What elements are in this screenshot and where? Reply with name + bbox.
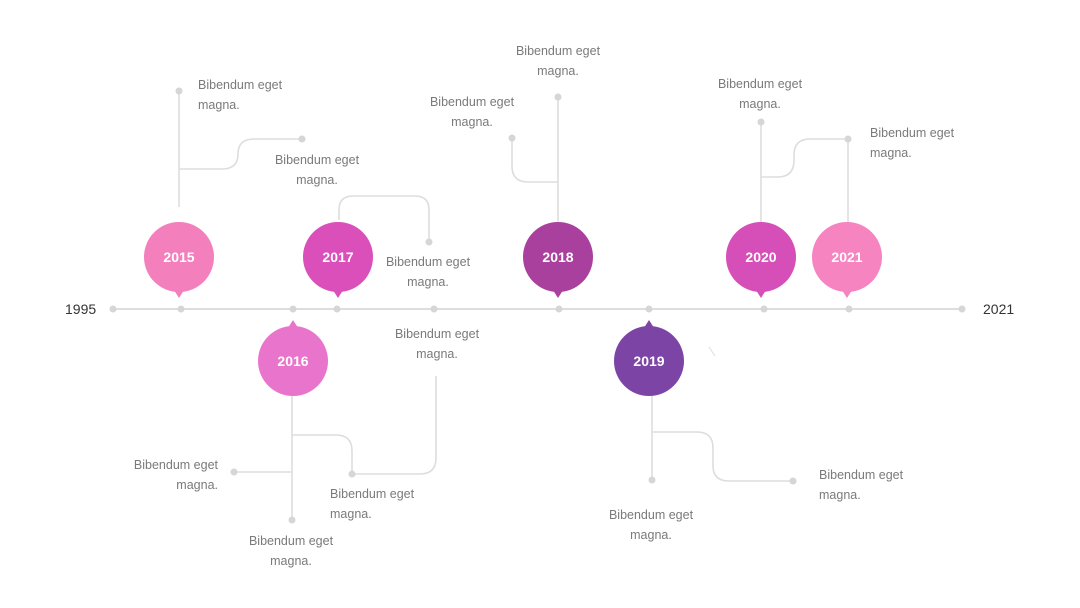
note-line: Bibendum eget bbox=[330, 487, 415, 501]
note-line: Bibendum eget bbox=[819, 468, 904, 482]
axis-dot bbox=[430, 305, 438, 313]
marker-2019: 2019 bbox=[614, 320, 684, 396]
connector-2020-b bbox=[761, 138, 848, 178]
note-line: magna. bbox=[198, 98, 240, 112]
end-dot bbox=[757, 118, 765, 126]
note-line: magna. bbox=[870, 146, 912, 160]
marker-circle bbox=[812, 222, 882, 292]
note-line: Bibendum eget bbox=[274, 153, 360, 167]
note-line: magna. bbox=[537, 64, 579, 78]
marker-2016: 2016 bbox=[258, 320, 328, 396]
note-line: magna. bbox=[416, 347, 458, 361]
note-2017-1: Bibendum eget magna. bbox=[373, 252, 483, 292]
note-line: magna. bbox=[176, 478, 218, 492]
year-label-2018: 2018 bbox=[542, 249, 573, 265]
marker-2021: 2021 bbox=[812, 222, 882, 298]
year-label-2016: 2016 bbox=[277, 353, 308, 369]
note-line: Bibendum eget bbox=[608, 508, 694, 522]
connector-2016-c bbox=[292, 434, 353, 473]
axis-dot bbox=[845, 305, 853, 313]
connectors bbox=[178, 91, 849, 520]
axis-end-label: 2021 bbox=[983, 301, 1015, 317]
year-label-2015: 2015 bbox=[163, 249, 194, 265]
end-dot bbox=[789, 477, 797, 485]
end-dot bbox=[288, 516, 296, 524]
end-dot bbox=[230, 468, 238, 476]
note-line: Bibendum eget bbox=[515, 44, 601, 58]
connector-end-dots bbox=[175, 87, 852, 524]
marker-circle bbox=[726, 222, 796, 292]
note-line: Bibendum eget bbox=[248, 534, 334, 548]
connector-2019-b bbox=[652, 431, 793, 482]
connector-2016-d bbox=[352, 376, 437, 475]
note-line: magna. bbox=[296, 173, 338, 187]
marker-circle bbox=[258, 326, 328, 396]
axis-dot bbox=[958, 305, 966, 313]
note-line: Bibendum eget bbox=[429, 95, 515, 109]
marker-2015: 2015 bbox=[144, 222, 214, 298]
note-line: magna. bbox=[630, 528, 672, 542]
axis-dot bbox=[333, 305, 341, 313]
end-dot bbox=[844, 135, 852, 143]
marker-circle bbox=[144, 222, 214, 292]
connector-2017 bbox=[338, 195, 430, 242]
year-label-2019: 2019 bbox=[633, 353, 664, 369]
end-dot bbox=[175, 87, 183, 95]
note-line: Bibendum eget bbox=[870, 126, 955, 140]
end-dot bbox=[348, 470, 356, 478]
axis-dots bbox=[109, 305, 966, 313]
marker-circle bbox=[523, 222, 593, 292]
note-2016-1: Bibendum eget magna. bbox=[108, 455, 218, 495]
end-dot bbox=[425, 238, 433, 246]
end-dot bbox=[508, 134, 516, 142]
end-dot bbox=[554, 93, 562, 101]
end-dot bbox=[298, 135, 306, 143]
note-line: Bibendum eget bbox=[394, 327, 480, 341]
note-2018-1: Bibendum eget magna. bbox=[503, 41, 613, 81]
note-2019-2: Bibendum eget magna. bbox=[819, 465, 929, 505]
note-2019-1: Bibendum eget magna. bbox=[596, 505, 706, 545]
end-dot bbox=[648, 476, 656, 484]
note-line: Bibendum eget bbox=[717, 77, 803, 91]
note-line: Bibendum eget bbox=[385, 255, 471, 269]
note-2015-1: Bibendum eget magna. bbox=[198, 75, 308, 115]
note-line: magna. bbox=[407, 275, 449, 289]
note-line: magna. bbox=[330, 507, 372, 521]
note-2015-2: Bibendum eget magna. bbox=[262, 150, 372, 190]
marker-2018: 2018 bbox=[523, 222, 593, 298]
note-2016-3: Bibendum eget magna. bbox=[330, 484, 440, 524]
note-line: magna. bbox=[739, 97, 781, 111]
year-label-2021: 2021 bbox=[831, 249, 862, 265]
axis-dot bbox=[109, 305, 117, 313]
marker-2017: 2017 bbox=[303, 222, 373, 298]
note-2018-2: Bibendum eget magna. bbox=[417, 92, 527, 132]
year-label-2020: 2020 bbox=[745, 249, 776, 265]
note-line: magna. bbox=[819, 488, 861, 502]
axis-dot bbox=[177, 305, 185, 313]
axis-dot bbox=[645, 305, 653, 313]
year-label-2017: 2017 bbox=[322, 249, 353, 265]
stray-mark bbox=[708, 346, 716, 357]
axis-dot bbox=[289, 305, 297, 313]
marker-circle bbox=[614, 326, 684, 396]
axis-dot bbox=[760, 305, 768, 313]
marker-2020: 2020 bbox=[726, 222, 796, 298]
axis-dot bbox=[555, 305, 563, 313]
note-line: magna. bbox=[451, 115, 493, 129]
note-2021-1: Bibendum eget magna. bbox=[870, 123, 980, 163]
connector-2018-b bbox=[511, 138, 558, 183]
note-2017-2: Bibendum eget magna. bbox=[382, 324, 492, 364]
axis-start-label: 1995 bbox=[65, 301, 97, 317]
note-line: magna. bbox=[270, 554, 312, 568]
note-2020-1: Bibendum eget magna. bbox=[705, 74, 815, 114]
connector-2015-b bbox=[179, 138, 302, 170]
note-2016-2: Bibendum eget magna. bbox=[236, 531, 346, 571]
marker-circle bbox=[303, 222, 373, 292]
note-line: Bibendum eget bbox=[133, 458, 218, 472]
note-line: Bibendum eget bbox=[198, 78, 283, 92]
